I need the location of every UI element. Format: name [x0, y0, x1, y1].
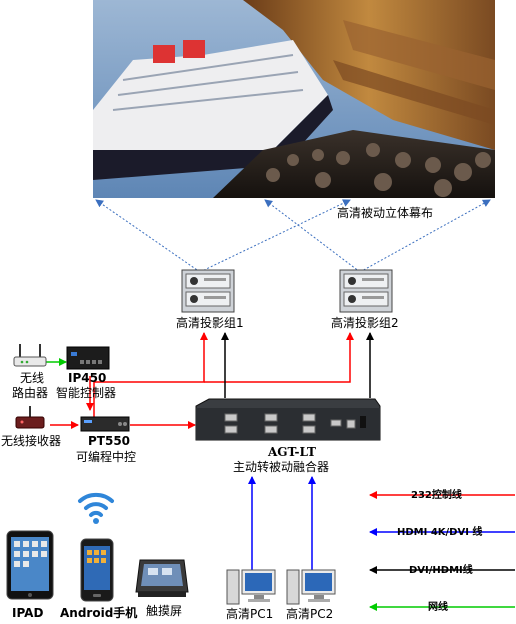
ipad-icon [6, 530, 54, 600]
legend-label-network: 网线 [428, 602, 448, 613]
projector-group-2-icon [339, 269, 393, 313]
pc2-icon [286, 569, 336, 605]
router-label-line2: 路由器 [12, 386, 49, 400]
agt-lt-desc: 主动转被动融合器 [233, 460, 330, 474]
ip450-name: IP450 [68, 371, 107, 385]
projection-line-1a [95, 199, 201, 273]
pt550-desc: 可编程中控 [76, 450, 137, 464]
ip450-desc: 智能控制器 [56, 386, 117, 400]
projection-line-2b [359, 199, 491, 273]
legend-label-control: 232控制线 [411, 490, 462, 501]
wireless-receiver-icon [15, 406, 45, 429]
pt550-name: PT550 [88, 434, 131, 448]
cinema-screen-image [93, 0, 495, 198]
touch-screen-label: 触摸屏 [146, 604, 183, 618]
pc1-icon [226, 569, 276, 605]
control-line-proj2 [204, 332, 354, 383]
legend-label-hdmi: HDMI 4K/DVI 线 [397, 527, 483, 538]
legend-label-dvi: DVI/HDMI线 [409, 565, 473, 576]
screen-caption: 高清被动立体幕布 [337, 206, 434, 220]
ipad-label: IPAD [12, 606, 44, 620]
pc2-label: 高清PC2 [286, 607, 334, 621]
projector-group-1-label: 高清投影组1 [176, 316, 244, 330]
agt-lt-blender-icon [195, 398, 381, 441]
projector-group-1-icon [181, 269, 235, 313]
pc1-label: 高清PC1 [226, 607, 274, 621]
wireless-receiver-label: 无线接收器 [1, 434, 62, 448]
android-phone-icon [80, 538, 114, 602]
projection-line-1b [199, 199, 351, 273]
router-label-line1: 无线 [20, 371, 45, 385]
ip450-controller-icon [66, 346, 110, 370]
pt550-controller-icon [80, 416, 130, 432]
touch-screen-icon [135, 559, 189, 597]
agt-lt-name: AGT-LT [268, 445, 316, 459]
control-line-proj1 [93, 332, 208, 417]
wifi-icon [78, 492, 114, 524]
wireless-router-icon [13, 344, 47, 367]
android-phone-label: Android手机 [60, 606, 138, 620]
projector-group-2-label: 高清投影组2 [331, 316, 399, 330]
